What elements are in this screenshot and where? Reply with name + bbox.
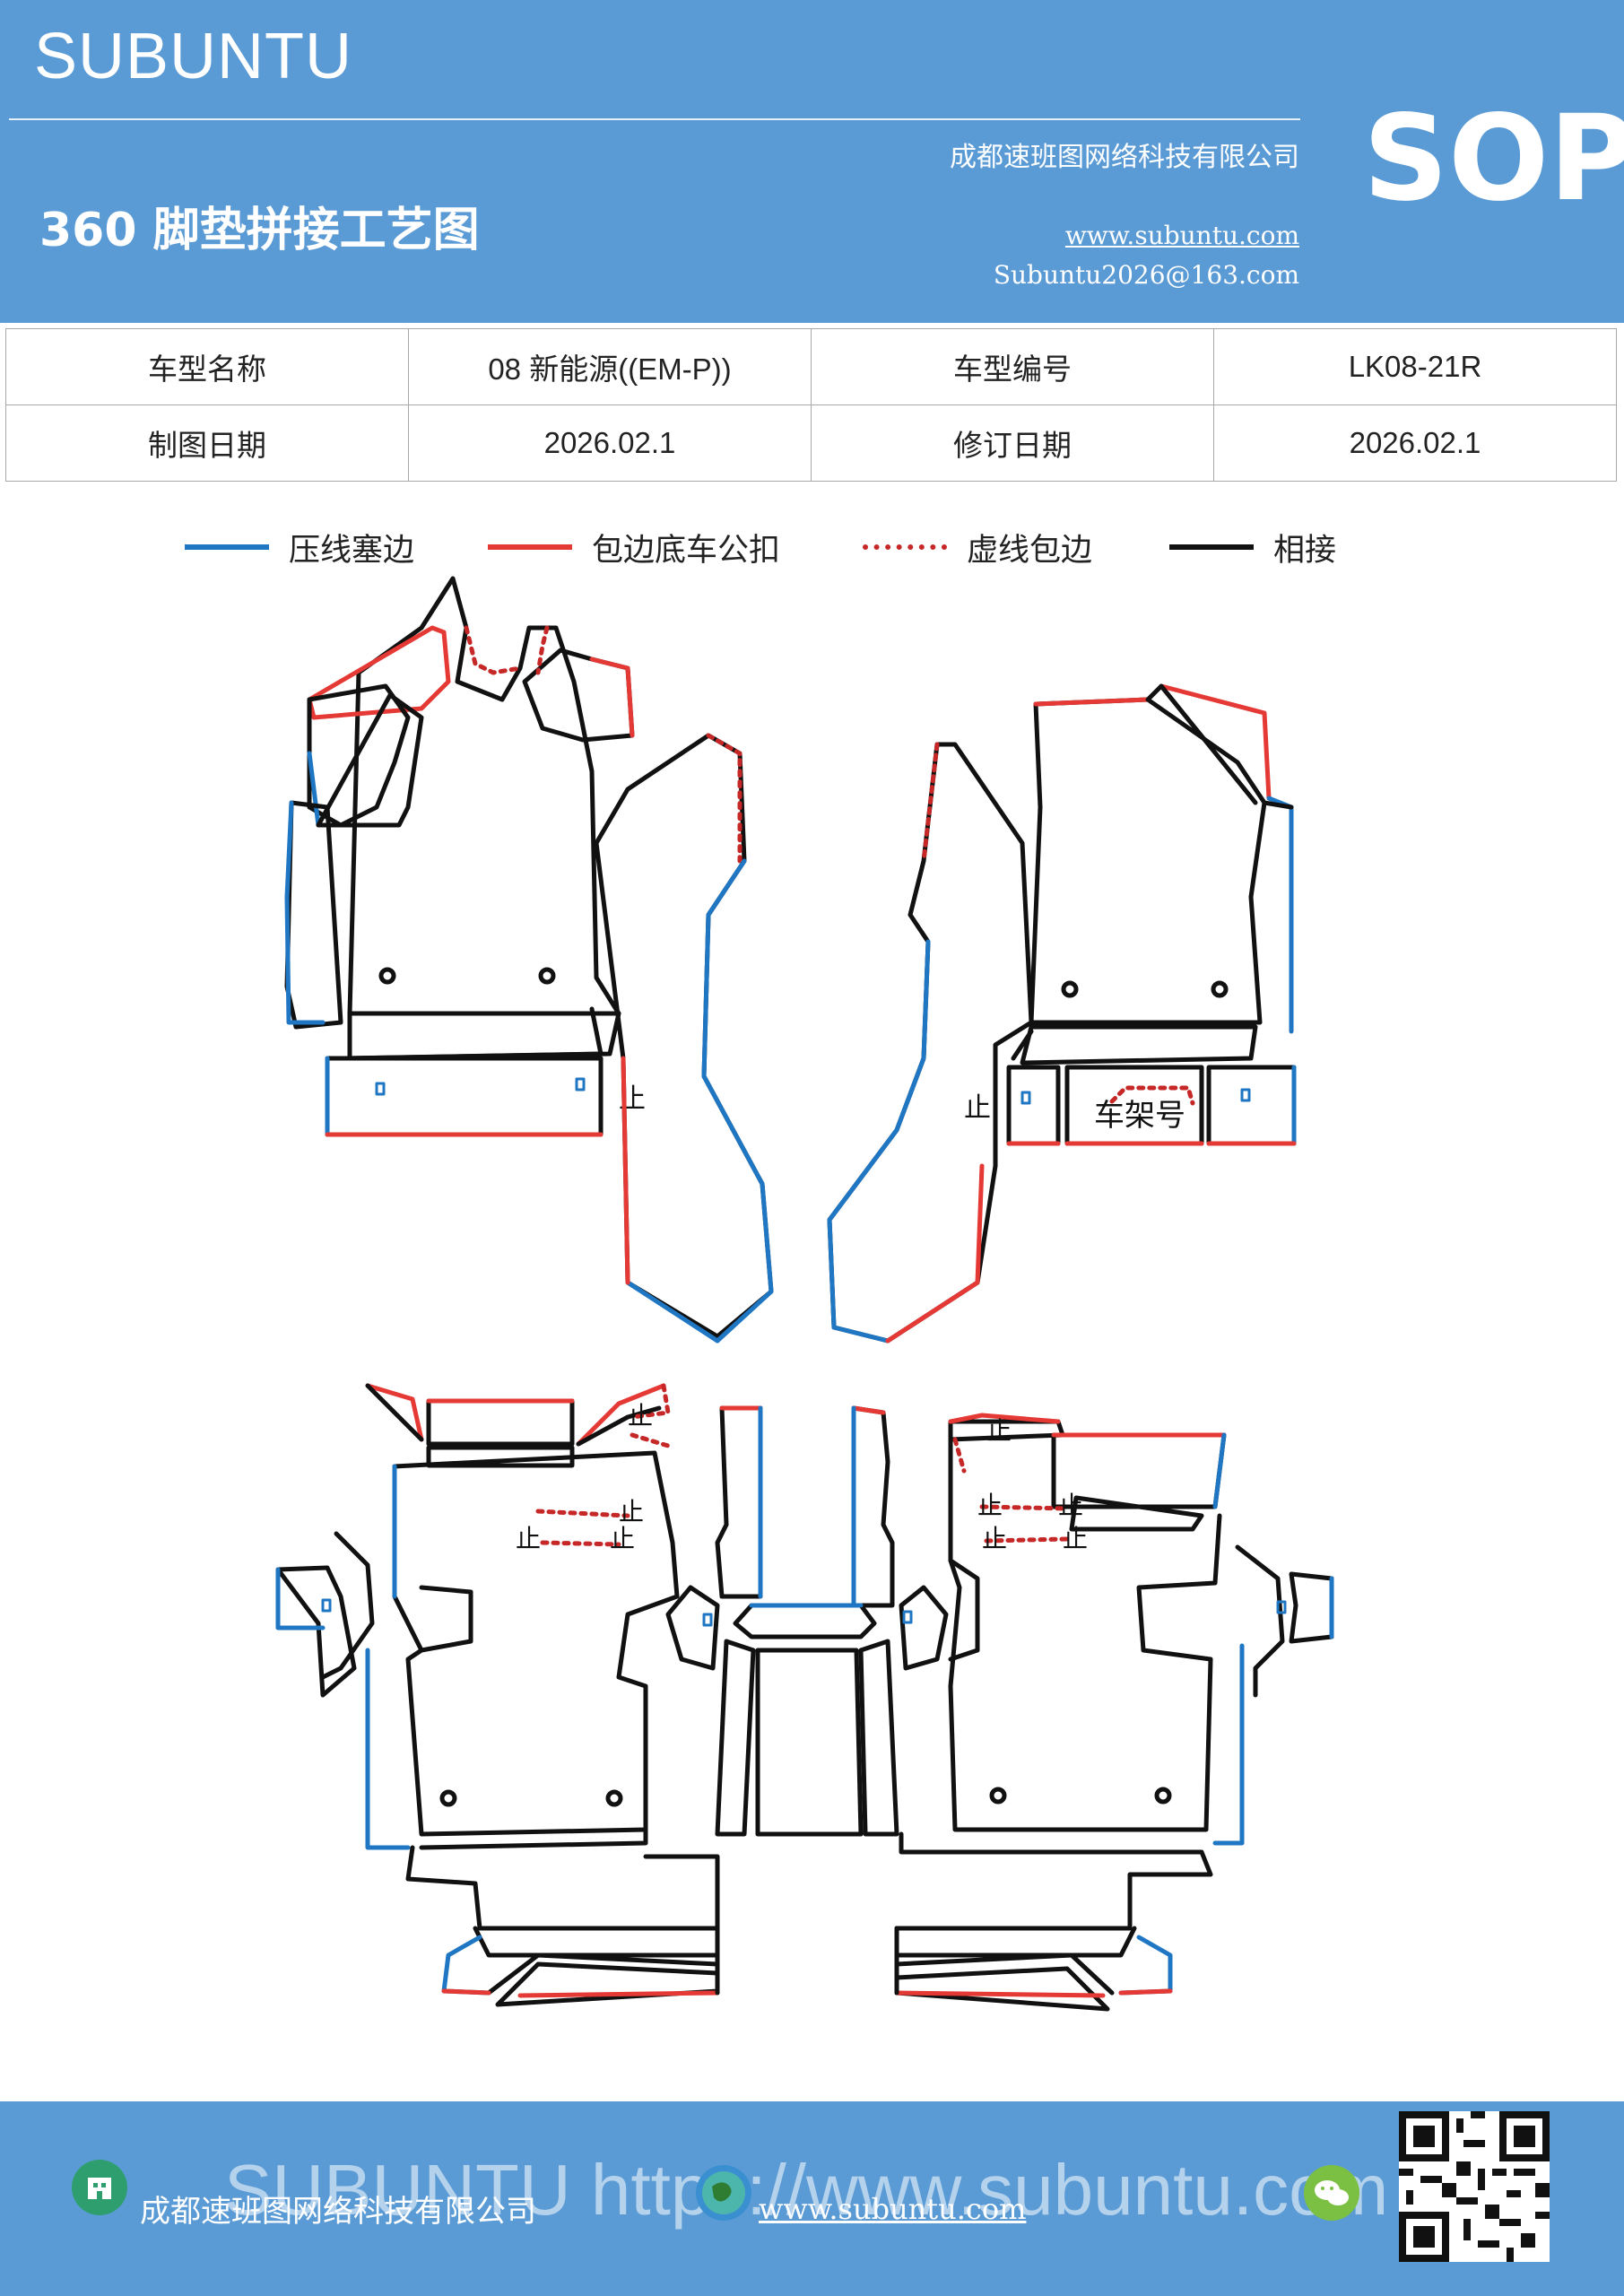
vehicle-info-table: 车型名称 08 新能源((EM-P)) 车型编号 LK08-21R 制图日期 2… (5, 328, 1617, 482)
legend-label: 包边底车公扣 (592, 532, 781, 569)
legend-swatch (488, 544, 572, 550)
legend-label: 虚线包边 (967, 532, 1093, 569)
value-model-code: LK08-21R (1213, 328, 1617, 405)
vin-label: 车架号 (1094, 1098, 1185, 1134)
stop-mark: 止 (1058, 1491, 1083, 1520)
stop-mark: 止 (986, 1416, 1012, 1446)
label-draw-date: 制图日期 (5, 404, 409, 482)
front-right-mat: 车架号 止 (827, 683, 1297, 1344)
stop-mark: 止 (516, 1524, 541, 1553)
stop-mark: 止 (628, 1401, 653, 1431)
building-icon (72, 2160, 127, 2215)
label-model-code: 车型编号 (811, 328, 1214, 405)
legend-item-joint: 相接 (1169, 520, 1336, 574)
legend-item-edge-buckle: 包边底车公扣 (488, 520, 780, 574)
value-draw-date: 2026.02.1 (408, 404, 812, 482)
stop-mark: 止 (619, 1497, 644, 1526)
footer-watermark: SUBUNTU https://www.subuntu.com (224, 2150, 1389, 2230)
footer-company-name: 成都速班图网络科技有限公司 (140, 2194, 536, 2230)
stop-mark: 止 (1063, 1524, 1088, 1553)
table-row: 制图日期 2026.02.1 修订日期 2026.02.1 (5, 404, 1617, 482)
header-divider (9, 118, 1300, 120)
front-left-mat: 止 (284, 576, 774, 1344)
label-model-name: 车型名称 (5, 328, 409, 405)
website-link[interactable]: www.subuntu.com (1064, 221, 1299, 250)
legend-swatch (863, 544, 947, 550)
value-revision-date: 2026.02.1 (1213, 404, 1617, 482)
legend-label: 相接 (1273, 532, 1337, 569)
center-tunnel (665, 1405, 949, 1837)
qr-code-image (1399, 2111, 1550, 2262)
rear-left-mat: 止 止 止 止 (275, 1383, 720, 2007)
document-title: 360 脚垫拼接工艺图 (39, 204, 480, 257)
wechat-icon[interactable] (1304, 2165, 1359, 2221)
legend-label: 压线塞边 (289, 532, 415, 569)
company-name: 成都速班图网络科技有限公司 (950, 142, 1299, 173)
header-banner (0, 0, 1624, 323)
stop-mark: 止 (982, 1524, 1007, 1553)
stop-mark: 止 (964, 1092, 991, 1124)
stop-mark: 止 (610, 1524, 635, 1553)
contact-email[interactable]: Subuntu2026@163.com (993, 260, 1299, 290)
legend-item-dotted-edge: 虚线包边 (863, 520, 1092, 574)
legend-swatch (1169, 544, 1254, 550)
table-row: 车型名称 08 新能源((EM-P)) 车型编号 LK08-21R (5, 328, 1617, 405)
brand-logo-text: SUBUNTU (34, 21, 353, 92)
globe-icon (696, 2165, 751, 2221)
legend-item-press-line: 压线塞边 (185, 520, 414, 574)
value-model-name: 08 新能源((EM-P)) (408, 328, 812, 405)
footer-website-link[interactable]: www.subuntu.com (759, 2192, 1027, 2226)
legend-swatch (185, 544, 269, 550)
stop-mark: 止 (977, 1491, 1003, 1520)
sop-badge: SOP (1363, 90, 1624, 228)
label-revision-date: 修订日期 (811, 404, 1214, 482)
rear-right-mat: 止 止 止 止 止 (894, 1413, 1334, 2012)
